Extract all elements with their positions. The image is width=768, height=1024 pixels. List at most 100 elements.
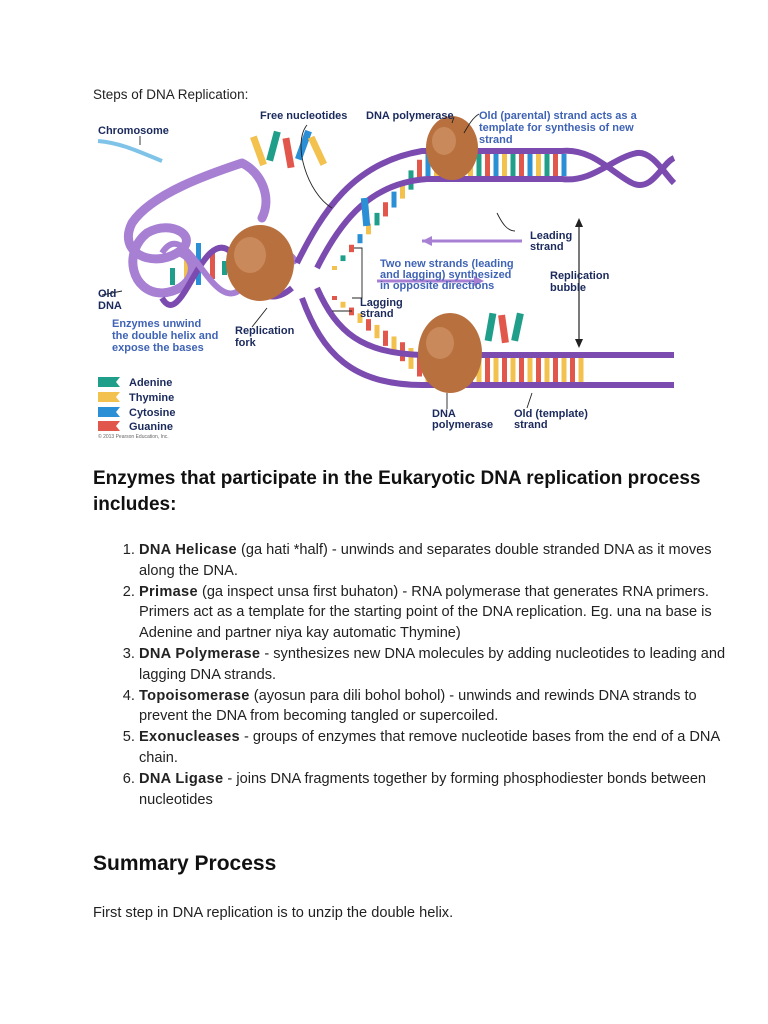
- label-dna-polymerase-top: DNA polymerase: [366, 110, 454, 122]
- legend-swatch-adenine: [98, 377, 120, 387]
- legend-adenine: Adenine: [129, 377, 172, 389]
- base-pair-rung: [536, 358, 541, 382]
- base-pair-rung: [527, 154, 533, 176]
- base-pair-rung: [570, 358, 575, 382]
- base-pair-rung: [340, 255, 346, 262]
- base-pair-rung: [383, 330, 388, 346]
- base-pair-rung: [357, 313, 363, 323]
- label-enzymes-1: Enzymes unwind: [112, 318, 201, 330]
- base-pair-rung: [519, 358, 524, 382]
- intro-text: Steps of DNA Replication:: [93, 87, 249, 102]
- base-pair-rung: [170, 268, 175, 285]
- base-pair-rung: [502, 154, 507, 176]
- base-pair-rung: [485, 358, 490, 382]
- helicase-protein-shade: [234, 237, 266, 273]
- enzyme-description: - joins DNA fragments together by formin…: [139, 770, 707, 808]
- base-legend: Adenine Thymine Cytosine Guanine © 2013 …: [98, 377, 175, 440]
- enzyme-item: DNA Helicase (ga hati *half) - unwinds a…: [139, 540, 739, 582]
- enzyme-name: DNA Helicase: [139, 542, 237, 558]
- base-pair-rung: [476, 358, 482, 382]
- base-pair-rung: [561, 358, 567, 382]
- base-pair-rung: [425, 154, 431, 176]
- label-enzymes-2: the double helix and: [112, 330, 218, 342]
- enzyme-name: DNA Ligase: [139, 770, 224, 787]
- base-pair-rung: [210, 253, 215, 279]
- copyright-text: © 2013 Pearson Education, Inc.: [98, 433, 169, 440]
- label-old-template-2: strand: [514, 419, 548, 431]
- base-pair-rung: [493, 358, 499, 382]
- label-old-dna-2: DNA: [98, 300, 122, 312]
- label-two-new-1: Two new strands (leading: [380, 258, 514, 270]
- summary-heading: Summary Process: [93, 852, 277, 875]
- base-pair-rung: [493, 154, 499, 176]
- base-pair-rung: [391, 336, 397, 354]
- chromosome-coil: [123, 158, 271, 298]
- label-fork-1: Replication: [235, 325, 295, 337]
- enzyme-description: - synthesizes new DNA molecules by addin…: [139, 645, 726, 683]
- legend-swatch-thymine: [98, 392, 120, 402]
- enzyme-item: DNA Ligase - joins DNA fragments togethe…: [139, 769, 739, 811]
- enzyme-name: Primase: [139, 583, 198, 600]
- base-pair-rung: [510, 154, 516, 176]
- label-leading-2: strand: [530, 241, 564, 253]
- enzymes-list: DNA Helicase (ga hati *half) - unwinds a…: [93, 540, 739, 810]
- label-dna-poly-bottom-1: DNA: [432, 408, 456, 420]
- leader-lines: [101, 113, 533, 409]
- base-pair-rung: [553, 154, 558, 176]
- base-pair-rung: [408, 348, 414, 369]
- label-enzymes-3: expose the bases: [112, 342, 204, 354]
- label-chromosome: Chromosome: [98, 125, 169, 137]
- label-fork-2: fork: [235, 337, 257, 349]
- dna-replication-figure: Free nucleotides DNA polymerase Chromoso…: [92, 103, 676, 441]
- base-pair-rung: [417, 159, 422, 181]
- base-pair-rung: [332, 266, 337, 270]
- label-dna-poly-bottom-2: polymerase: [432, 419, 493, 431]
- legend-swatch-cytosine: [98, 407, 120, 417]
- label-lagging-2: strand: [360, 308, 394, 320]
- enzyme-description: (ga hati *half) - unwinds and separates …: [139, 542, 712, 579]
- base-pair-rung: [400, 181, 405, 199]
- chromosome-tail: [97, 139, 163, 163]
- enzyme-name: Topoisomerase: [139, 687, 250, 704]
- enzyme-item: Exonucleases - groups of enzymes that re…: [139, 727, 739, 769]
- base-pair-rung: [544, 358, 550, 382]
- label-parental-3: strand: [479, 134, 513, 146]
- base-pair-rung: [519, 154, 524, 176]
- enzyme-name: DNA Polymerase: [139, 645, 261, 662]
- base-pair-rung: [332, 296, 337, 300]
- base-pair-rung: [476, 154, 482, 176]
- base-pair-rung: [366, 223, 371, 235]
- base-pair-rung: [553, 358, 558, 382]
- base-pair-rung: [544, 154, 550, 176]
- enzyme-description: (ayosun para dili bohol bohol) - unwinds…: [139, 687, 697, 725]
- base-pair-rung: [485, 154, 490, 176]
- label-lagging-1: Lagging: [360, 297, 403, 309]
- enzyme-item: DNA Polymerase - synthesizes new DNA mol…: [139, 644, 739, 686]
- enzyme-name: Exonucleases: [139, 729, 240, 746]
- legend-guanine: Guanine: [129, 421, 173, 433]
- base-pair-rung: [222, 261, 227, 275]
- base-pair-rung: [527, 358, 533, 382]
- legend-cytosine: Cytosine: [129, 407, 175, 419]
- base-pair-rung: [374, 212, 380, 226]
- summary-text: First step in DNA replication is to unzi…: [93, 905, 454, 921]
- label-two-new-2: and lagging) synthesized: [380, 269, 511, 281]
- base-pair-rung: [502, 358, 507, 382]
- label-leading-1: Leading: [530, 230, 572, 242]
- label-old-template-1: Old (template): [514, 408, 588, 420]
- base-pair-rung: [510, 358, 516, 382]
- base-pair-rung: [578, 358, 584, 382]
- base-pair-rung: [366, 319, 371, 331]
- base-pair-rung: [374, 324, 380, 339]
- upper-parental-backbone: [294, 147, 676, 265]
- base-pair-rung: [383, 202, 388, 217]
- label-old-dna-1: Old: [98, 288, 116, 300]
- base-pair-rung: [417, 353, 422, 377]
- legend-swatch-guanine: [98, 421, 120, 431]
- label-parental-1: Old (parental) strand acts as a: [479, 110, 638, 122]
- lower-parental-backbone: [299, 296, 674, 388]
- base-pair-rung: [561, 154, 567, 176]
- base-pair-rung: [357, 234, 363, 244]
- base-pair-rung: [536, 154, 541, 176]
- label-parental-2: template for synthesis of new: [479, 122, 634, 134]
